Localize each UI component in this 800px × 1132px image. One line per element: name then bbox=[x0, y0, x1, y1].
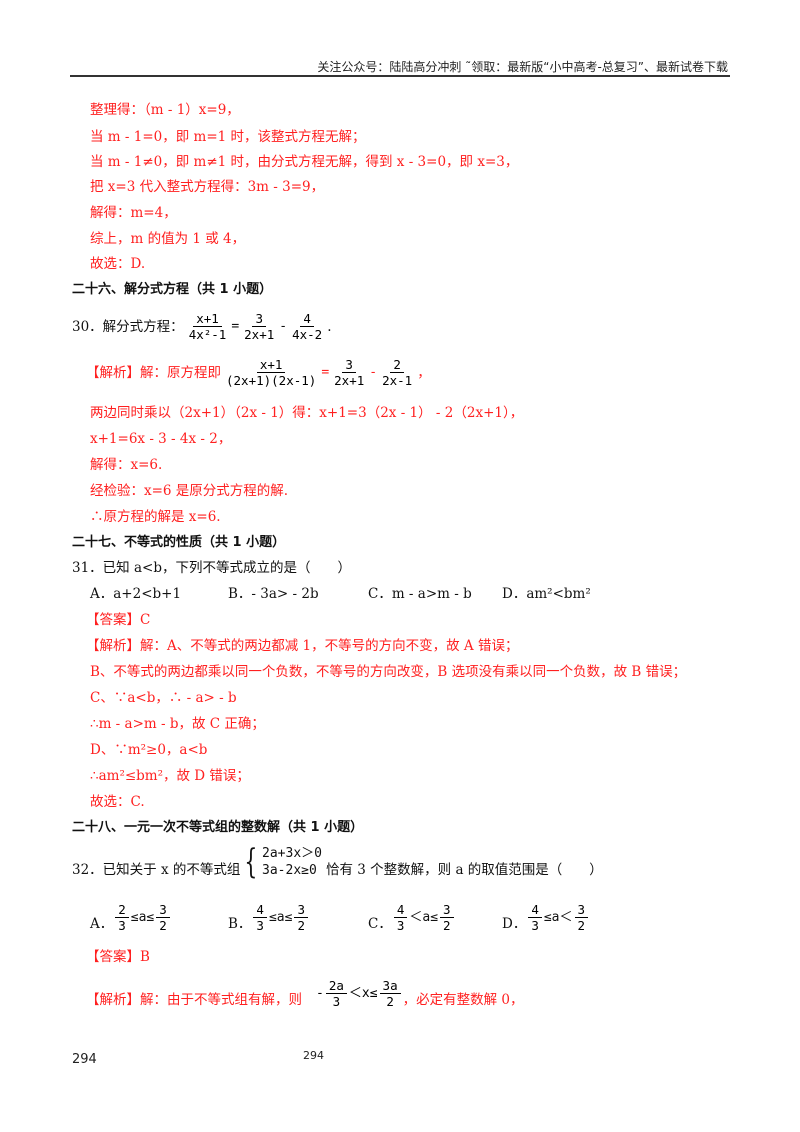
page-number-left: 294 bbox=[72, 1052, 97, 1067]
analysis-line: 解得：x=6. bbox=[90, 457, 163, 473]
solution-line: 整理得：（m - 1）x=9， bbox=[90, 102, 240, 118]
solution-line: 解得：m=4， bbox=[90, 205, 177, 221]
page-number-center: 294 bbox=[303, 1049, 324, 1062]
question-31-stem: 31．已知 a<b，下列不等式成立的是（ ） bbox=[72, 560, 351, 576]
analysis-line: D、∵m²≥0，a<b bbox=[90, 742, 208, 758]
analysis-line: 两边同时乘以（2x+1）（2x - 1）得：x+1=3（2x - 1） - 2（… bbox=[90, 405, 524, 421]
answer-31: 【答案】C bbox=[86, 612, 151, 628]
analysis-label: 【解析】解：由于不等式组有解，则 bbox=[86, 992, 302, 1008]
analysis-line: 故选：C. bbox=[90, 794, 145, 810]
question-prefix: 32．已知关于 x 的不等式组 bbox=[72, 862, 241, 878]
analysis-line: 经检验：x=6 是原分式方程的解. bbox=[90, 483, 289, 499]
analysis-line: ∴am²≤bm²，故 D 错误； bbox=[90, 768, 250, 784]
section-title: 二十七、不等式的性质（共 1 小题） bbox=[72, 535, 286, 550]
page-header: 关注公众号：陆陆高分冲刺 ˜领取：最新版“小中高考-总复习”、最新试卷下载 bbox=[317, 60, 728, 74]
solution-line: 当 m - 1=0，即 m=1 时，该整式方程无解； bbox=[90, 129, 366, 145]
analysis-label: 【解析】解：原方程即 bbox=[86, 364, 221, 381]
answer-32: 【答案】B bbox=[86, 949, 150, 965]
analysis-line: ∴原方程的解是 x=6. bbox=[90, 509, 221, 525]
option-d: D．am²<bm² bbox=[502, 586, 591, 602]
analysis-line: C、∵a<b，∴ - a> - b bbox=[90, 690, 237, 706]
option-b: B．- 3a> - 2b bbox=[228, 586, 319, 602]
section-title: 二十六、解分式方程（共 1 小题） bbox=[72, 282, 273, 297]
question-prefix: 30．解分式方程： bbox=[72, 318, 184, 335]
solution-line: 故选：D. bbox=[90, 256, 146, 272]
option-a: A．a+2<b+1 bbox=[90, 586, 182, 602]
question-suffix: 恰有 3 个整数解，则 a 的取值范围是（ ） bbox=[325, 862, 603, 878]
analysis-line: ∴m - a>m - b，故 C 正确； bbox=[90, 716, 265, 732]
header-divider bbox=[70, 75, 730, 77]
solution-line: 综上，m 的值为 1 或 4， bbox=[90, 231, 246, 247]
analysis-line: B、不等式的两边都乘以同一个负数，不等号的方向改变，B 选项没有乘以同一个负数，… bbox=[90, 664, 687, 680]
fraction: x+1(2x+1)(2x-1) bbox=[226, 357, 317, 388]
solution-line: 当 m - 1≠0，即 m≠1 时，由分式方程无解，得到 x - 3=0，即 x… bbox=[90, 154, 519, 170]
option-c: C．m - a>m - b bbox=[368, 586, 472, 602]
analysis-line: 【解析】解：A、不等式的两边都减 1，不等号的方向不变，故 A 错误； bbox=[86, 638, 519, 654]
solution-line: 把 x=3 代入整式方程得：3m - 3=9， bbox=[90, 179, 325, 195]
analysis-line: x+1=6x - 3 - 4x - 2， bbox=[90, 431, 232, 447]
section-title: 二十八、一元一次不等式组的整数解（共 1 小题） bbox=[72, 820, 364, 835]
